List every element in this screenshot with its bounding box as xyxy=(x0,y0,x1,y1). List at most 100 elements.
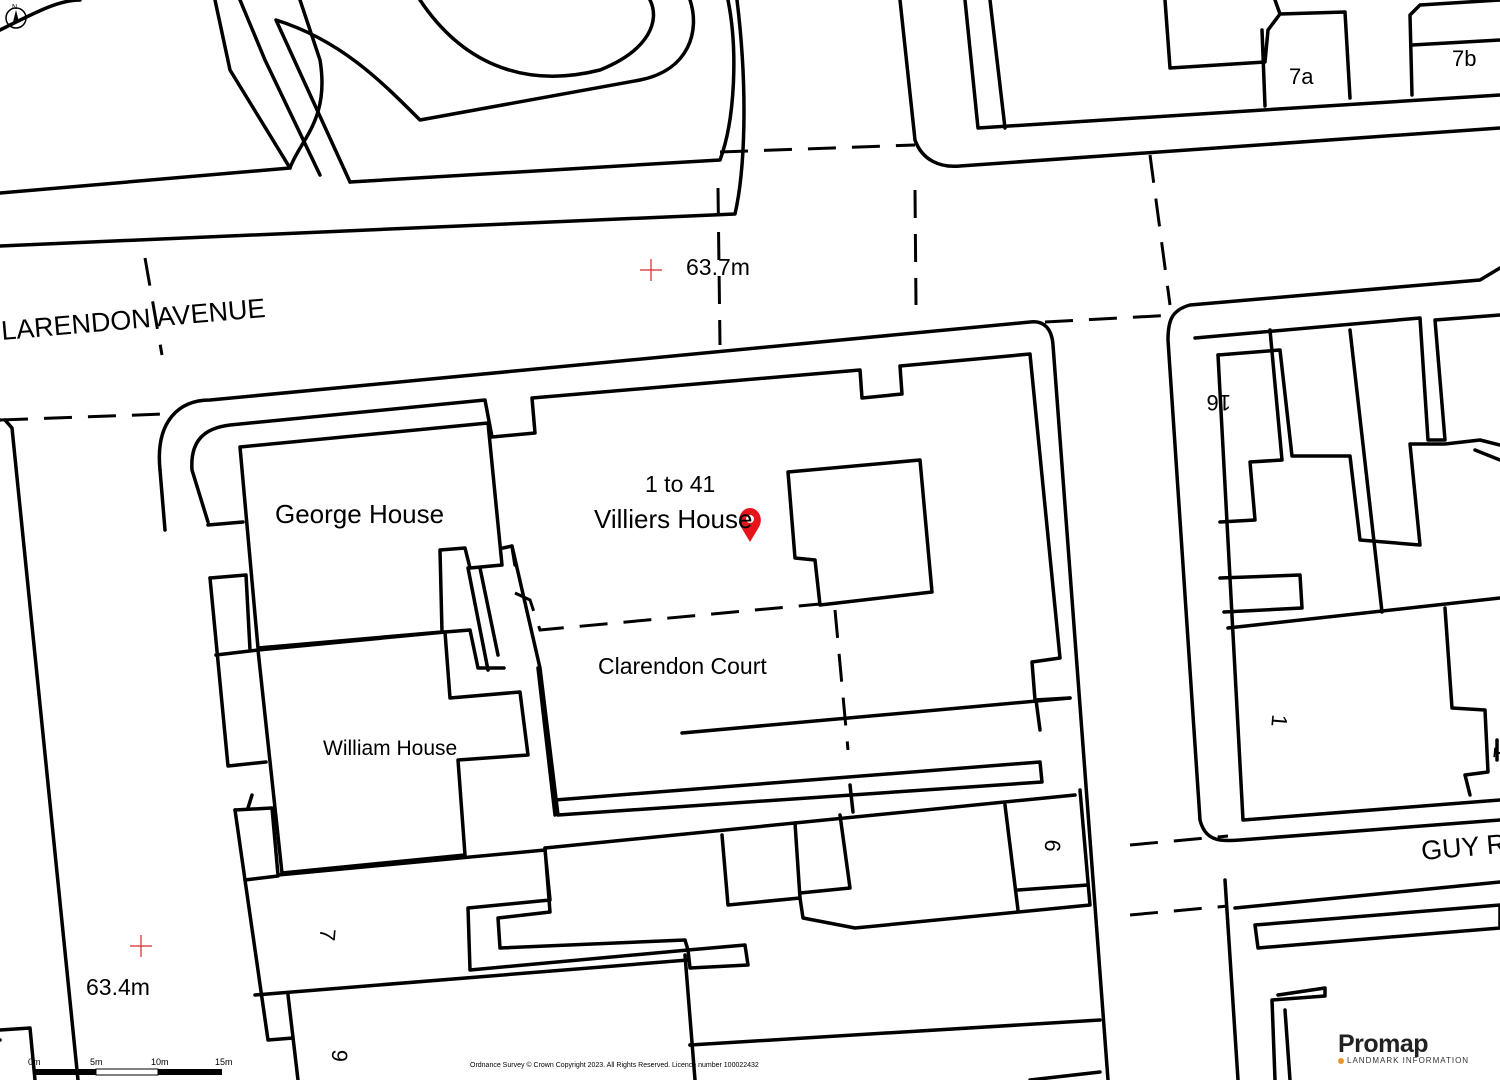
boundary-dashed xyxy=(143,257,164,356)
brand-name: Promap xyxy=(1338,1030,1429,1058)
house-number-label: 7 xyxy=(315,928,341,942)
building-outline xyxy=(1473,448,1500,462)
building-outline xyxy=(208,576,268,768)
building-outline xyxy=(798,813,852,895)
street-label-clarendon-avenue: LARENDON AVENUE xyxy=(0,293,267,346)
brand-tagline-row: LANDMARK INFORMATION xyxy=(1338,1056,1469,1065)
road-kerb xyxy=(158,468,167,532)
building-outline xyxy=(206,520,260,657)
north-label: N xyxy=(12,4,17,11)
building-outline xyxy=(1193,313,1500,442)
building-outline xyxy=(988,0,1007,130)
building-villiers-house xyxy=(786,458,934,607)
house-number-label: 9 xyxy=(327,1049,353,1063)
building-outline xyxy=(1348,328,1384,614)
boundary-dashed xyxy=(514,591,821,632)
spot-height-label: 63.7m xyxy=(686,254,750,280)
building-outline xyxy=(510,544,1044,817)
building-outline xyxy=(190,352,1072,702)
park-path xyxy=(418,0,656,78)
building-outline xyxy=(688,1018,1102,1047)
building-outline xyxy=(233,808,295,1042)
boundary-dashed xyxy=(913,189,918,306)
boundary-dashed xyxy=(1044,313,1176,324)
scale-tick-label: 5m xyxy=(90,1057,103,1067)
boundary-dashed xyxy=(833,609,850,751)
building-outline xyxy=(233,806,750,972)
building-label-william-house: William House xyxy=(323,737,457,760)
building-william-house xyxy=(256,630,530,875)
road-kerb xyxy=(0,320,1110,1080)
building-outline xyxy=(680,696,1072,735)
building-outline xyxy=(848,783,855,814)
building-outline xyxy=(1410,38,1500,47)
north-arrow-icon: N xyxy=(5,4,27,29)
brand-tagline: LANDMARK INFORMATION xyxy=(1347,1056,1470,1065)
park-path xyxy=(0,0,82,32)
building-outline xyxy=(1163,0,1352,100)
building-outline xyxy=(1253,903,1500,950)
road-kerb xyxy=(1223,878,1240,1080)
scale-tick-label: 15m xyxy=(215,1057,233,1067)
building-outline xyxy=(1273,0,1282,16)
building-outline xyxy=(466,566,490,672)
boundary-dashed xyxy=(716,187,722,346)
park-path xyxy=(288,0,324,170)
building-outline xyxy=(443,628,506,670)
boundary-dashed xyxy=(719,143,916,154)
road-kerb xyxy=(1233,880,1500,910)
building-outline xyxy=(1003,803,1020,912)
park-path xyxy=(348,0,736,184)
building-outline xyxy=(1216,348,1500,547)
building-outline xyxy=(246,793,254,810)
building-outline xyxy=(1028,1070,1102,1080)
scale-tick-label: 0m xyxy=(28,1057,41,1067)
building-outline xyxy=(478,566,500,657)
building-outline xyxy=(253,958,690,997)
copyright-text: Ordnance Survey © Crown Copyright 2023. … xyxy=(470,1062,759,1069)
building-outline xyxy=(243,874,280,882)
building-label-villiers-house: Villiers House xyxy=(594,504,752,534)
building-outline xyxy=(1283,1008,1292,1080)
park-boundary xyxy=(0,0,292,195)
boundary-dashed xyxy=(1129,834,1229,847)
building-outline xyxy=(1218,573,1304,614)
road-kerb xyxy=(898,0,1500,169)
house-number-label: 7b xyxy=(1452,46,1476,71)
road-kerb xyxy=(0,0,746,248)
building-label-clarendon-court: Clarendon Court xyxy=(598,653,767,679)
house-number-label: 1 xyxy=(1266,714,1292,728)
road-kerb xyxy=(3,418,80,1080)
building-outline xyxy=(720,788,1092,930)
scale-tick-label: 10m xyxy=(151,1057,169,1067)
boundary-dashed xyxy=(1148,154,1172,306)
building-outline xyxy=(1216,353,1500,822)
brand-dot-icon xyxy=(1338,1057,1344,1064)
building-outline xyxy=(1260,28,1267,108)
brand-logo: Promap LANDMARK INFORMATION xyxy=(1338,1030,1488,1070)
building-outline xyxy=(1034,698,1042,732)
building-outline xyxy=(1218,328,1284,524)
park-path xyxy=(274,0,696,184)
house-number-label: 6 xyxy=(1040,839,1066,853)
spot-height-label: 63.4m xyxy=(86,974,150,1000)
street-label-guy-road: GUY R xyxy=(1420,829,1500,866)
road-kerb xyxy=(0,1026,37,1080)
boundary-dashed xyxy=(0,412,166,422)
building-outline xyxy=(683,953,697,1080)
location-marker-icon[interactable] xyxy=(739,508,761,542)
road-kerb xyxy=(1166,266,1500,843)
building-george-house xyxy=(238,421,504,650)
building-outline xyxy=(1016,883,1090,892)
building-outline xyxy=(963,0,1500,130)
boundary-dashed xyxy=(1129,904,1229,917)
building-outline xyxy=(793,821,802,900)
building-outline xyxy=(286,993,300,1080)
house-number-label: 7a xyxy=(1289,64,1314,89)
building-outline xyxy=(536,666,557,817)
scale-bar: 0m 5m 10m 15m xyxy=(28,1057,233,1076)
building-outline xyxy=(1408,0,1500,97)
building-outline xyxy=(1270,986,1327,1080)
building-outline xyxy=(1443,606,1490,797)
